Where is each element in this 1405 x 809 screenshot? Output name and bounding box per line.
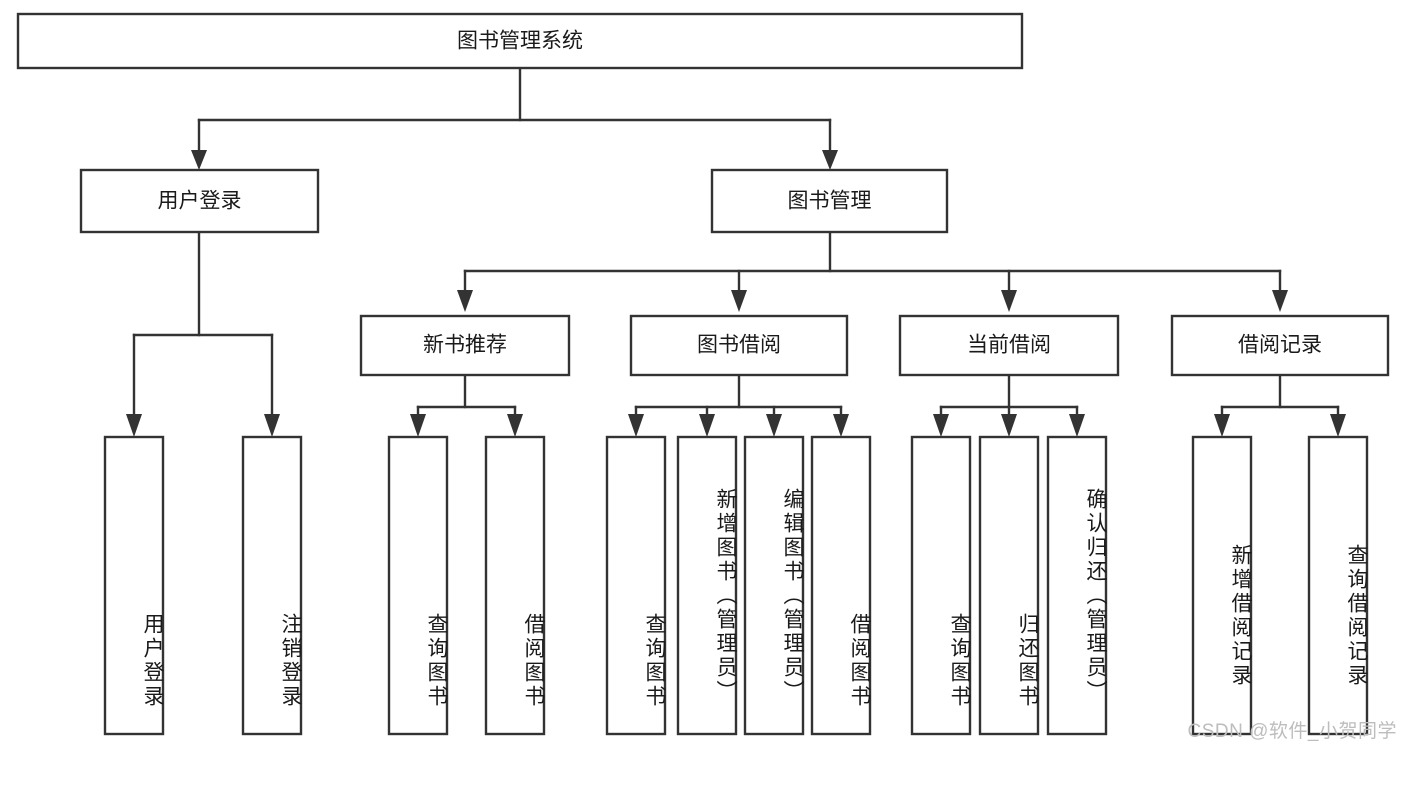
arrow-to-leaf-add-book — [699, 405, 715, 437]
node-book-management[interactable]: 图书管理 — [710, 168, 949, 234]
csdn-watermark: CSDN @软件_小贺同学 — [1187, 721, 1397, 742]
arrow-to-leaf-return-book — [1001, 405, 1017, 437]
arrow-to-leaf-borrow-book-1 — [507, 405, 523, 437]
arrow-to-book-borrow — [731, 269, 747, 312]
node-new-book-recommend-label: 新书推荐 — [423, 334, 507, 357]
leaf-query-book-1[interactable] — [387, 435, 449, 736]
leaf-add-book[interactable] — [676, 435, 738, 736]
node-book-borrow[interactable]: 图书借阅 — [629, 314, 849, 377]
leaf-add-record[interactable] — [1191, 435, 1253, 736]
tree-diagram-svg: 图书管理系统 用户登录 图书管理 新书推荐 图书借阅 当前借阅 借阅记录 — [16, 12, 1390, 736]
arrow-to-leaf-borrow-book-2 — [833, 405, 849, 437]
leaf-borrow-book-2[interactable] — [810, 435, 872, 736]
node-borrow-record-label: 借阅记录 — [1238, 334, 1322, 357]
connector-root-to-level2 — [197, 66, 832, 122]
arrow-to-leaf-edit-book — [766, 405, 782, 437]
node-book-management-label: 图书管理 — [788, 190, 872, 213]
connector-currentborrow-to-leaves — [939, 373, 1079, 409]
arrow-to-leaf-query-book-3 — [933, 405, 949, 437]
arrow-to-leaf-add-record — [1214, 405, 1230, 437]
leaf-return-book[interactable] — [978, 435, 1040, 736]
arrow-to-leaf-logout-login — [264, 333, 280, 437]
arrow-root-to-book-management — [822, 118, 838, 170]
arrow-to-borrow-record — [1272, 269, 1288, 312]
leaf-query-book-3[interactable] — [910, 435, 972, 736]
leaf-edit-book[interactable] — [743, 435, 805, 736]
node-root-label: 图书管理系统 — [457, 30, 583, 53]
leaf-user-login[interactable] — [103, 435, 165, 736]
node-book-borrow-label: 图书借阅 — [697, 334, 781, 357]
arrow-to-leaf-query-book-1 — [410, 405, 426, 437]
connector-bookborrow-to-leaves — [634, 373, 843, 409]
connector-bookmgmt-to-level3 — [463, 230, 1282, 273]
node-user-login[interactable]: 用户登录 — [79, 168, 320, 234]
node-user-login-label: 用户登录 — [158, 190, 242, 213]
node-current-borrow-label: 当前借阅 — [967, 334, 1051, 357]
node-current-borrow[interactable]: 当前借阅 — [898, 314, 1120, 377]
leaf-query-book-2[interactable] — [605, 435, 667, 736]
node-root[interactable]: 图书管理系统 — [16, 12, 1024, 70]
arrow-to-leaf-user-login — [126, 333, 142, 437]
arrow-root-to-user-login — [191, 118, 207, 170]
arrow-to-new-book-recommend — [457, 269, 473, 312]
connector-userlogin-to-leaves — [132, 230, 274, 337]
node-borrow-record[interactable]: 借阅记录 — [1170, 314, 1390, 377]
node-new-book-recommend[interactable]: 新书推荐 — [359, 314, 571, 377]
leaf-query-record[interactable] — [1307, 435, 1369, 736]
arrow-to-leaf-query-book-2 — [628, 405, 644, 437]
arrow-to-current-borrow — [1001, 269, 1017, 312]
leaf-borrow-book-1[interactable] — [484, 435, 546, 736]
diagram-canvas: 图书管理系统 用户登录 图书管理 新书推荐 图书借阅 当前借阅 借阅记录 — [16, 12, 1397, 742]
arrow-to-leaf-confirm-return — [1069, 405, 1085, 437]
connector-newbook-to-leaves — [416, 373, 517, 409]
leaf-logout-login[interactable] — [241, 435, 303, 736]
connector-borrowrecord-to-leaves — [1220, 373, 1340, 409]
arrow-to-leaf-query-record — [1330, 405, 1346, 437]
leaf-confirm-return[interactable] — [1046, 435, 1108, 736]
